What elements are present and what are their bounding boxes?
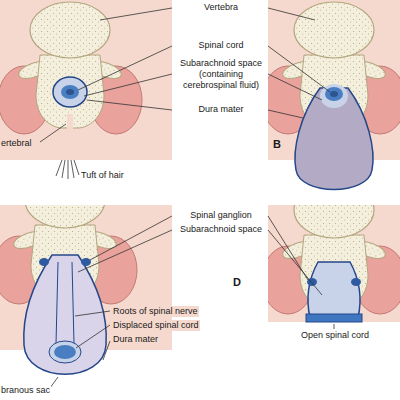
leader-line bbox=[334, 324, 335, 329]
leader-line bbox=[76, 325, 110, 348]
nerve-root bbox=[56, 262, 58, 344]
leader-line bbox=[268, 46, 330, 92]
ganglion bbox=[81, 258, 91, 266]
grey-matter bbox=[330, 91, 338, 97]
displaced-cord-figure bbox=[54, 345, 76, 359]
leader-line bbox=[87, 100, 172, 110]
leader-line bbox=[78, 46, 172, 90]
part-label: Dura mater bbox=[175, 104, 267, 115]
open-cord-plate bbox=[306, 314, 362, 322]
subarachnoid-space bbox=[49, 341, 81, 363]
leader-line bbox=[268, 74, 322, 100]
leader-line bbox=[103, 341, 110, 360]
panel-b bbox=[268, 0, 400, 190]
part-label: Subarachnoid space (containing cerebrosp… bbox=[175, 58, 267, 90]
leader-line bbox=[50, 377, 58, 388]
part-label: Open spinal cord bbox=[289, 330, 381, 341]
panel-c bbox=[0, 205, 172, 374]
part-label: branous sac bbox=[0, 385, 51, 396]
panel-a bbox=[0, 0, 172, 179]
arch-gap bbox=[67, 114, 73, 130]
ganglion bbox=[351, 278, 361, 286]
spinal-cord-figure bbox=[61, 85, 79, 99]
leader-line bbox=[268, 110, 303, 118]
leader-line bbox=[268, 8, 315, 20]
panel-d bbox=[268, 205, 400, 322]
part-label: Spinal ganglion bbox=[175, 210, 267, 221]
dura-sheath bbox=[53, 77, 87, 107]
part-label: Dura mater bbox=[112, 334, 159, 345]
part-label: Roots of spinal nerve bbox=[112, 306, 199, 317]
spinal-cord-figure bbox=[325, 87, 343, 101]
leader-line bbox=[75, 311, 110, 316]
part-label: Spinal cord bbox=[175, 40, 267, 51]
panel-letter: B bbox=[272, 138, 282, 151]
leader-line bbox=[90, 216, 172, 260]
part-label: ertebral bbox=[0, 138, 33, 149]
panel-letter: D bbox=[232, 276, 242, 289]
leader-line bbox=[100, 8, 172, 20]
nerve-root bbox=[72, 262, 74, 344]
leader-line bbox=[84, 74, 172, 96]
part-label: Subarachnoid space bbox=[175, 224, 267, 235]
leader-line bbox=[40, 124, 66, 142]
leader-lines bbox=[40, 8, 334, 388]
vertebra-figure bbox=[0, 2, 142, 134]
hair-tuft bbox=[56, 160, 79, 179]
part-label: Tuft of hair bbox=[80, 170, 125, 181]
meningeal-sac bbox=[24, 255, 107, 374]
leader-line bbox=[268, 230, 322, 295]
grey-matter bbox=[66, 89, 74, 95]
leader-line bbox=[78, 230, 172, 272]
subarachnoid-space bbox=[308, 262, 360, 318]
ganglion bbox=[39, 258, 49, 266]
part-label: Displaced spinal cord bbox=[112, 320, 200, 331]
part-label: Vertebra bbox=[175, 2, 267, 13]
